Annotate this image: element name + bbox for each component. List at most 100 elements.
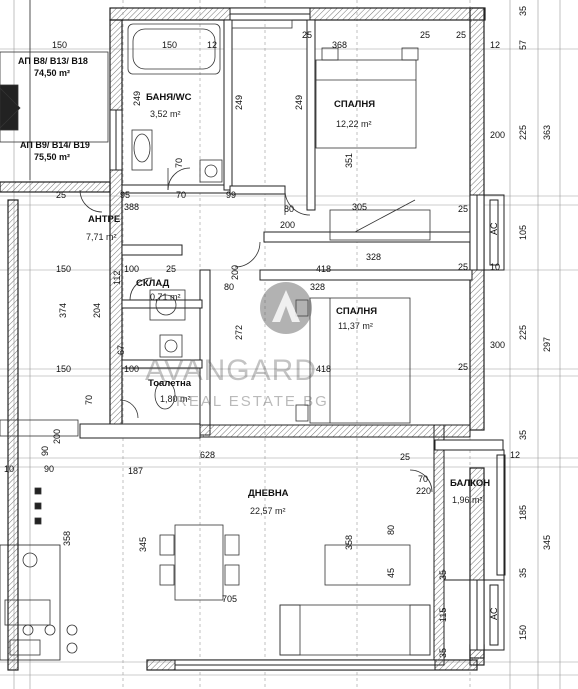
room-area-storage: 0,71 m² xyxy=(150,292,181,302)
dim-label: 249 xyxy=(294,95,304,110)
dim-label: 185 xyxy=(518,505,528,520)
dim-label: 25 xyxy=(166,264,176,274)
room-name-toilet: Тоалетна xyxy=(148,378,192,389)
apt-code-b9: АП B9/ B14/ B19 xyxy=(20,140,90,150)
corridor-structure xyxy=(0,0,109,525)
dim-label: 35 xyxy=(438,570,448,580)
dim-label: 225 xyxy=(518,125,528,140)
dim-label: 99 xyxy=(226,190,236,200)
dim-label: 345 xyxy=(542,535,552,550)
dim-label: 272 xyxy=(234,325,244,340)
dim-label: 328 xyxy=(366,252,381,262)
dim-label: 297 xyxy=(542,337,552,352)
dim-label: 70 xyxy=(176,190,186,200)
dim-label: 150 xyxy=(52,40,67,50)
watermark: AVANGARD REAL ESTATE BG xyxy=(145,282,329,410)
watermark-brand: AVANGARD xyxy=(145,354,317,387)
room-area-bath: 3,52 m² xyxy=(150,109,181,119)
dim-label: 150 xyxy=(518,625,528,640)
living-furniture xyxy=(0,524,431,661)
dim-label: 95 xyxy=(120,190,130,200)
dim-label: 705 xyxy=(222,594,237,604)
dim-label: 70 xyxy=(84,395,94,405)
dim-label: 10 xyxy=(4,464,14,474)
apt-area-b9: 75,50 m² xyxy=(34,152,70,162)
dim-label: 35 xyxy=(518,430,528,440)
room-name-living: ДНЕВНА xyxy=(248,488,289,499)
dim-label: 25 xyxy=(458,362,468,372)
watermark-subtitle: REAL ESTATE BG xyxy=(176,393,329,410)
dim-label: 10 xyxy=(490,262,500,272)
room-area-balcony: 1,96 m² xyxy=(452,495,483,505)
dim-label: 90 xyxy=(40,446,50,456)
dim-label: 200 xyxy=(490,130,505,140)
room-area-toilet: 1,80 m² xyxy=(160,394,191,404)
doors xyxy=(79,167,433,493)
dim-label: 200 xyxy=(230,265,240,280)
dim-label: 363 xyxy=(542,125,552,140)
room-name-antre: АНТРЕ xyxy=(88,214,120,225)
dim-label: 105 xyxy=(518,225,528,240)
dim-label: 187 xyxy=(128,466,143,476)
dim-label: 80 xyxy=(284,204,294,214)
right-dimensions: 57 35 225 363 200 25 105 10 25 297 225 3… xyxy=(458,6,552,640)
dim-label: 35 xyxy=(438,648,448,658)
room-name-bedroom-2: СПАЛНЯ xyxy=(336,306,377,317)
dim-label: 12 xyxy=(207,40,217,50)
dim-label: 351 xyxy=(344,153,354,168)
bed-furniture xyxy=(295,47,431,424)
dim-label: 70 xyxy=(174,158,184,168)
dim-label: 388 xyxy=(124,202,139,212)
dim-label: 225 xyxy=(518,325,528,340)
dim-label: 418 xyxy=(316,264,331,274)
ac-label-bottom: AC xyxy=(489,607,499,620)
dim-label: 35 xyxy=(518,568,528,578)
dim-label: 12 xyxy=(510,450,520,460)
top-dimensions: 150 150 12 25 368 25 25 12 xyxy=(52,30,500,50)
apartment-labels: АП B8/ B13/ B18 74,50 m² АП B9/ B14/ B19… xyxy=(18,56,90,162)
dim-label: 220 xyxy=(416,486,431,496)
dim-label: 249 xyxy=(234,95,244,110)
dim-label: 25 xyxy=(458,262,468,272)
dim-label: 328 xyxy=(310,282,325,292)
dim-label: 150 xyxy=(162,40,177,50)
dim-label: 45 xyxy=(386,568,396,578)
ac-label-top: AC xyxy=(489,222,499,235)
dim-label: 358 xyxy=(344,535,354,550)
dim-label: 358 xyxy=(62,531,72,546)
room-name-storage: СКЛАД xyxy=(136,278,170,289)
dim-label: 300 xyxy=(490,340,505,350)
dim-label: 100 xyxy=(124,264,139,274)
room-name-bedroom-1: СПАЛНЯ xyxy=(334,99,375,110)
dim-label: 12 xyxy=(490,40,500,50)
dim-label: 345 xyxy=(138,537,148,552)
room-area-bedroom-1: 12,22 m² xyxy=(336,119,372,129)
room-name-balcony: БАЛКОН xyxy=(450,478,490,489)
room-labels: БАНЯ/WC 3,52 m² СПАЛНЯ 12,22 m² АНТРЕ 7,… xyxy=(86,92,490,516)
dim-label: 25 xyxy=(302,30,312,40)
dim-label: 25 xyxy=(420,30,430,40)
dim-label: 70 xyxy=(418,474,428,484)
dim-label: 90 xyxy=(44,464,54,474)
dim-label: 418 xyxy=(316,364,331,374)
bath-fixtures xyxy=(127,19,293,410)
dim-label: 80 xyxy=(386,525,396,535)
room-name-bath: БАНЯ/WC xyxy=(146,92,192,103)
dim-label: 80 xyxy=(224,282,234,292)
dim-label: 35 xyxy=(518,6,528,16)
dim-label: 25 xyxy=(400,452,410,462)
dim-label: 25 xyxy=(456,30,466,40)
interior-walls xyxy=(79,19,504,666)
dim-label: 374 xyxy=(58,303,68,318)
dim-label: 25 xyxy=(458,204,468,214)
room-area-antre: 7,71 m² xyxy=(86,232,117,242)
room-area-bedroom-2: 11,37 m² xyxy=(338,321,373,331)
dim-label: 67 xyxy=(116,345,126,355)
apt-area-b8: 74,50 m² xyxy=(34,68,70,78)
windows xyxy=(109,7,485,671)
room-area-living: 22,57 m² xyxy=(250,506,286,516)
dim-label: 150 xyxy=(56,364,71,374)
interior-dimensions: 249 249 249 351 70 99 70 95 388 25 80 20… xyxy=(4,91,448,658)
apt-code-b8: АП B8/ B13/ B18 xyxy=(18,56,88,66)
